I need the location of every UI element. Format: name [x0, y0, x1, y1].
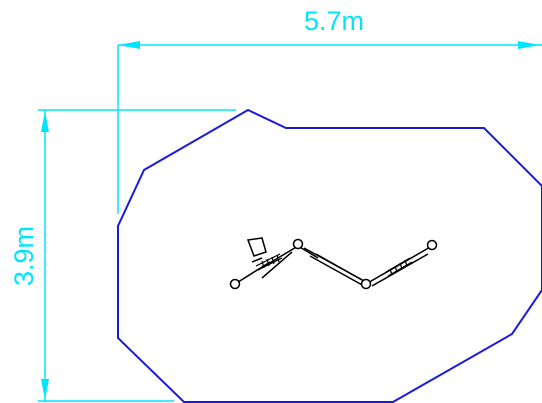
joint-circle — [360, 278, 372, 290]
height-label: 3.9m — [9, 226, 39, 286]
right-arm-ladder — [385, 257, 413, 277]
equipment-top-view — [229, 237, 438, 290]
width-label: 5.7m — [304, 6, 364, 36]
tower-ladder — [255, 253, 283, 271]
joint-circle — [292, 238, 304, 250]
height-arrow-top — [41, 111, 49, 132]
tower-icon — [246, 237, 267, 257]
width-arrow-left — [118, 41, 140, 49]
joint-circle — [229, 278, 241, 290]
height-arrow-bottom — [41, 379, 49, 400]
width-dimension: 5.7m — [117, 6, 542, 214]
height-dimension: 3.9m — [9, 109, 236, 402]
width-arrow-right — [518, 41, 540, 49]
joint-circle — [426, 239, 438, 251]
safety-zone-outline — [117, 108, 542, 403]
